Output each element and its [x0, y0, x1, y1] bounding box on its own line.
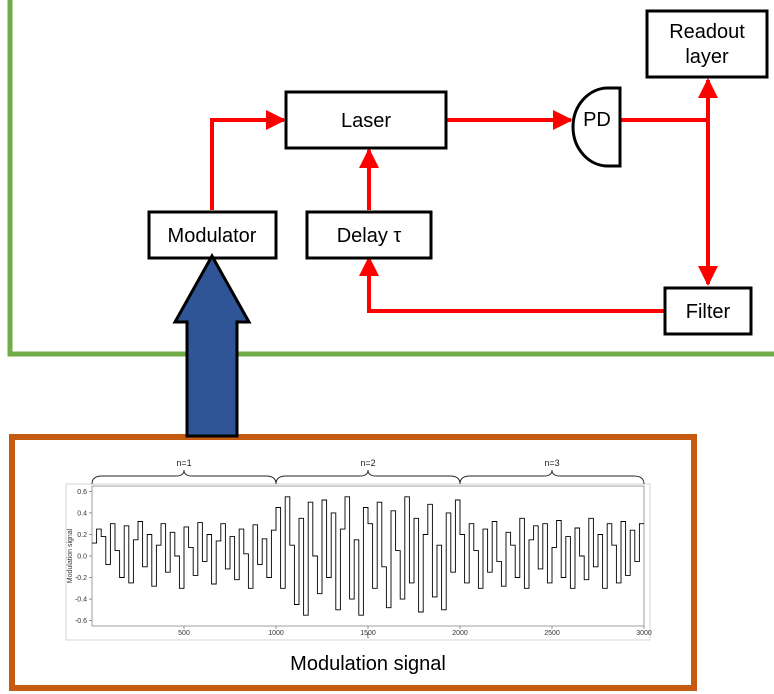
- x-tick-label-1: 1000: [268, 630, 284, 637]
- x-ticks: 500 1000 1500 2000 2500 3000: [178, 626, 652, 637]
- y-tick-label-2: 0.2: [77, 532, 87, 539]
- modulator-block: Modulator: [147, 210, 278, 260]
- laser-block: Laser: [284, 90, 448, 150]
- delay-label: Delay τ: [337, 225, 402, 247]
- y-tick-label-1: 0.4: [77, 510, 87, 517]
- y-tick-label-0: 0.6: [77, 489, 87, 496]
- x-tick-label-3: 2000: [452, 630, 468, 637]
- segment-brace-3: [459, 469, 645, 485]
- segment-label-1: n=1: [176, 458, 191, 468]
- segment-braces: n=1 n=2 n=3: [91, 458, 645, 485]
- filter-block: Filter: [663, 286, 753, 336]
- signal-caption: Modulation signal: [290, 653, 446, 675]
- x-axis-label: t: [367, 633, 369, 640]
- modulation-chart: Modulation signal t 0.6 0.4 0.2 0.0 -0.2 -0.4…: [65, 458, 652, 641]
- x-tick-label-2: 1500: [360, 630, 376, 637]
- y-tick-label-6: -0.6: [75, 618, 87, 625]
- filter-to-delay-path: [359, 256, 665, 313]
- readout-layer-block: Readout layer: [645, 9, 769, 79]
- filter-label: Filter: [686, 301, 731, 323]
- pd-label: PD: [583, 109, 611, 131]
- chart-outer-frame: [65, 483, 651, 641]
- segment-label-2: n=2: [360, 458, 375, 468]
- y-tick-label-5: -0.4: [75, 597, 87, 604]
- x-tick-label-0: 500: [178, 630, 190, 637]
- delay-block: Delay τ: [305, 210, 433, 260]
- signal-paths: [210, 78, 718, 313]
- signal-line: [92, 496, 644, 616]
- y-tick-label-3: 0.0: [77, 554, 87, 561]
- photodiode-block: PD: [571, 86, 622, 168]
- laser-label: Laser: [341, 110, 391, 132]
- x-tick-label-5: 3000: [636, 630, 652, 637]
- segment-brace-2: [275, 469, 461, 485]
- segment-label-3: n=3: [544, 458, 559, 468]
- y-ticks: 0.6 0.4 0.2 0.0 -0.2 -0.4 -0.6: [75, 489, 92, 625]
- y-axis-label: Modulation signal: [67, 528, 74, 583]
- y-tick-label-4: -0.2: [75, 575, 87, 582]
- signal-steps: [92, 496, 644, 616]
- readout-label-line2: layer: [685, 46, 729, 68]
- input-arrow-icon: [172, 252, 252, 438]
- segment-brace-1: [91, 469, 277, 485]
- reservoir-frame: [7, 0, 774, 357]
- x-tick-label-4: 2500: [544, 630, 560, 637]
- readout-label-line1: Readout: [669, 21, 745, 43]
- modulator-label: Modulator: [168, 225, 257, 247]
- modulator-to-laser-path: [210, 110, 286, 210]
